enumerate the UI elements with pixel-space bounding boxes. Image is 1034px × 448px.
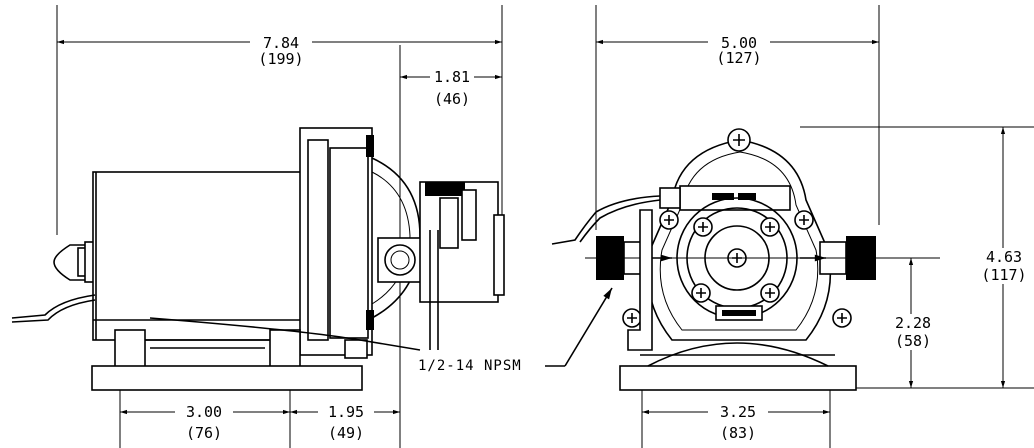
foot-spacing-label: 3.00 [186,403,222,421]
overall-width-label: 5.00 [721,34,757,52]
overall-length-label: 7.84 [263,34,299,52]
overall-length-mm-label: (199) [258,50,303,68]
end-view-pump [551,5,1034,448]
foot-spacing-mm-label: (76) [186,424,222,442]
end-foot-spacing-label: 3.25 [720,403,756,421]
side-view-pump [11,5,505,448]
overall-height-mm-label: (117) [981,266,1026,284]
port-thread-note: 1/2-14 NPSM [418,358,522,374]
port-height-label: 2.28 [895,314,931,332]
port-height-mm-label: (58) [895,332,931,350]
foot-to-head-mm-label: (49) [328,424,364,442]
overall-width-mm-label: (127) [716,49,761,67]
head-length-label: 1.81 [434,68,470,86]
end-foot-spacing-mm-label: (83) [720,424,756,442]
overall-height-label: 4.63 [986,248,1022,266]
head-length-mm-label: (46) [434,90,470,108]
foot-to-head-label: 1.95 [328,403,364,421]
